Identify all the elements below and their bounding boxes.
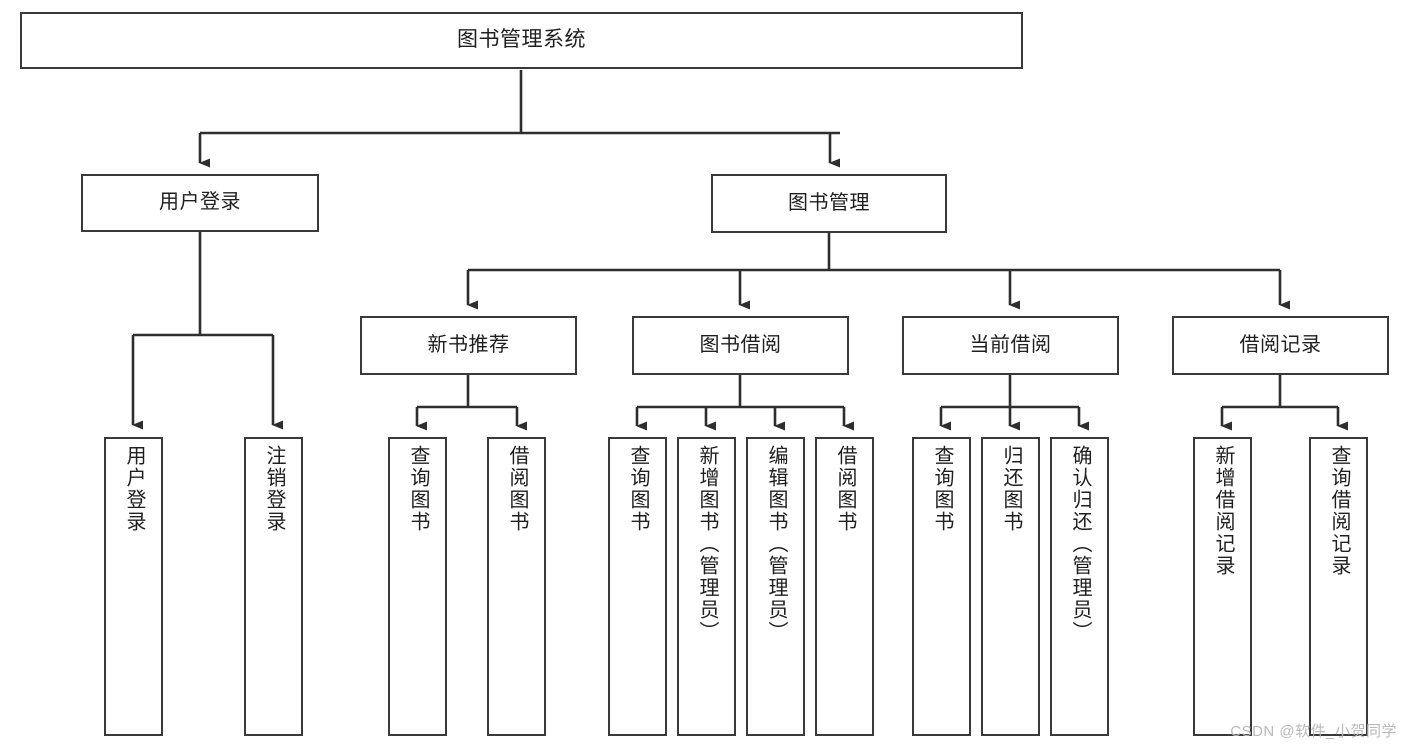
- node-label: 借阅图书: [834, 445, 856, 533]
- node-label: 新增借阅记录: [1212, 445, 1234, 577]
- node-label: 借阅图书: [506, 445, 528, 533]
- leaf-add-book-admin[interactable]: 新增图书（管理员）: [677, 437, 736, 736]
- leaf-borrow-book[interactable]: 借阅图书: [815, 437, 874, 736]
- node-label: 查询图书: [931, 445, 953, 533]
- leaf-query-book-current[interactable]: 查询图书: [912, 437, 971, 736]
- node-label: 注销登录: [263, 445, 285, 533]
- node-label: 图书借阅: [699, 333, 782, 356]
- node-user-login[interactable]: 用户登录: [81, 174, 319, 232]
- node-label: 查询图书: [407, 445, 429, 533]
- leaf-edit-book-admin[interactable]: 编辑图书（管理员）: [746, 437, 805, 736]
- leaf-query-book-borrow[interactable]: 查询图书: [608, 437, 667, 736]
- watermark-text: CSDN @软件_小贺同学: [1230, 723, 1397, 740]
- node-label: 归还图书: [1000, 445, 1022, 533]
- leaf-query-book-newbook[interactable]: 查询图书: [388, 437, 447, 736]
- node-label: 图书管理: [788, 191, 870, 214]
- node-new-book-recommend[interactable]: 新书推荐: [360, 316, 577, 375]
- node-borrow-records[interactable]: 借阅记录: [1172, 316, 1389, 375]
- node-label: 用户登录: [159, 191, 241, 214]
- node-root-system[interactable]: 图书管理系统: [20, 12, 1023, 69]
- leaf-user-login[interactable]: 用户登录: [104, 437, 163, 736]
- node-book-management[interactable]: 图书管理: [711, 174, 947, 233]
- node-label: 图书管理系统: [457, 28, 586, 52]
- leaf-confirm-return-admin[interactable]: 确认归还（管理员）: [1050, 437, 1109, 736]
- leaf-add-borrow-record[interactable]: 新增借阅记录: [1193, 437, 1252, 736]
- node-book-borrow[interactable]: 图书借阅: [632, 316, 849, 375]
- node-label: 查询图书: [627, 445, 649, 533]
- node-label: 新增图书（管理员）: [696, 445, 718, 643]
- node-label: 查询借阅记录: [1328, 445, 1350, 577]
- node-label: 用户登录: [123, 445, 145, 533]
- node-label: 当前借阅: [969, 333, 1052, 356]
- node-label: 确认归还（管理员）: [1069, 445, 1091, 643]
- node-label: 新书推荐: [427, 333, 510, 356]
- node-current-borrow[interactable]: 当前借阅: [902, 316, 1119, 375]
- leaf-logout-login[interactable]: 注销登录: [244, 437, 303, 736]
- leaf-return-book[interactable]: 归还图书: [981, 437, 1040, 736]
- node-label: 编辑图书（管理员）: [765, 445, 787, 643]
- node-label: 借阅记录: [1239, 333, 1322, 356]
- leaf-query-borrow-record[interactable]: 查询借阅记录: [1309, 437, 1368, 736]
- leaf-borrow-book-newbook[interactable]: 借阅图书: [487, 437, 546, 736]
